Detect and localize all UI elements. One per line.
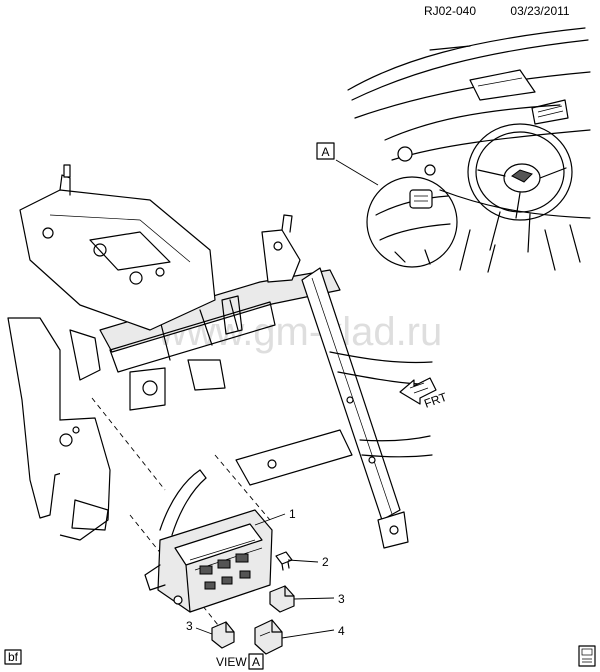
leader-3-right [293, 597, 335, 600]
part-4-relay [254, 619, 283, 655]
callout-1: 1 [289, 507, 296, 521]
steering-support-tube [301, 267, 409, 549]
view-a-marker-box [316, 142, 335, 160]
zoom-detail-content [375, 189, 451, 265]
view-caption-box [248, 653, 264, 670]
diagram-code: RJ02-040 [424, 4, 476, 18]
callout-2: 2 [322, 555, 329, 569]
projection-line-left [91, 397, 166, 491]
cross-car-beam [7, 164, 341, 541]
leader-1 [254, 513, 286, 526]
leader-4 [281, 629, 335, 639]
service-manual-icon [578, 645, 596, 667]
leader-3-lower [195, 627, 213, 635]
diagram-date: 03/23/2011 [510, 4, 569, 18]
part-2-fuse [275, 551, 293, 571]
corner-tag-text: bf [8, 650, 19, 664]
leader-2 [287, 559, 319, 563]
view-caption: VIEW [216, 655, 247, 669]
front-direction-indicator: FRT [399, 377, 449, 411]
callout-3-right: 3 [338, 592, 345, 606]
part-3-relay-lower [211, 621, 235, 649]
junction-block-assembly [144, 469, 273, 613]
callout-3-lower: 3 [186, 619, 193, 633]
callout-4: 4 [338, 624, 345, 638]
dashboard-inset [347, 27, 591, 273]
view-caption-letter: A [252, 655, 260, 669]
corner-tag-box [4, 649, 22, 665]
right-mount-brackets [235, 351, 433, 486]
view-a-marker-letter: A [321, 145, 329, 159]
detail-zoom-circle [366, 176, 458, 268]
part-3-relay-right [269, 585, 295, 613]
